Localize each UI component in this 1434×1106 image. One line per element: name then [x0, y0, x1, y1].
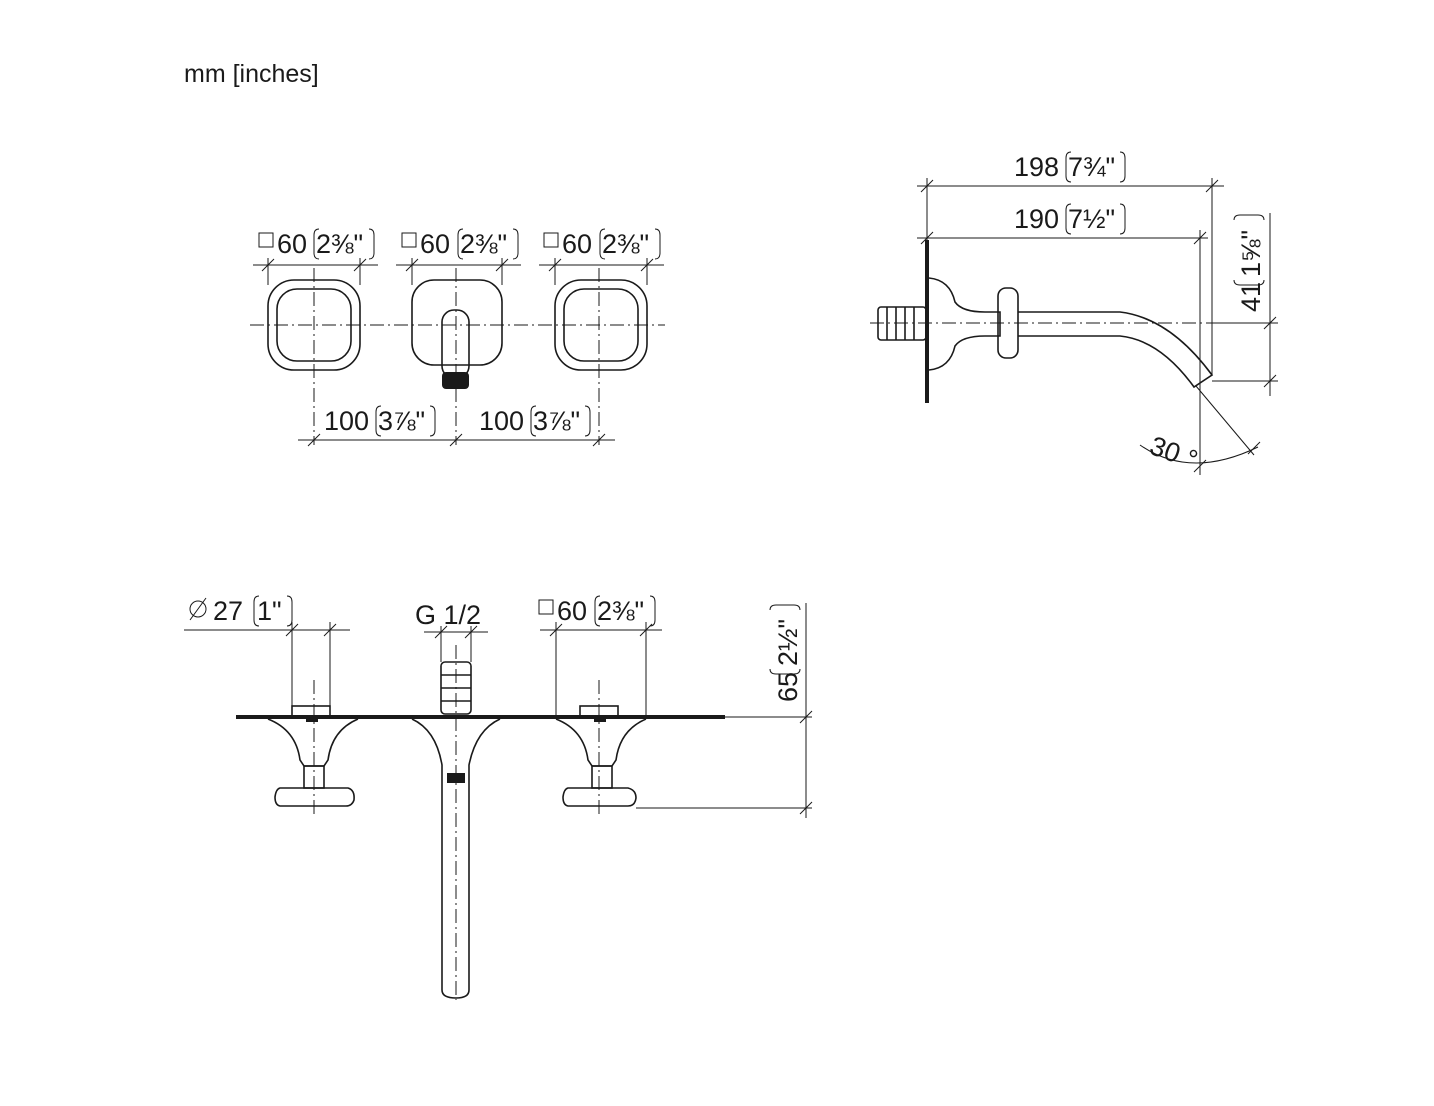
- dim-overall: 198 7¾": [917, 151, 1224, 375]
- dim-drop-inch: 1⅝": [1236, 230, 1266, 277]
- side-view: 198 7¾" 190 7½" 41 1⅝": [870, 151, 1278, 475]
- front-view: 60 2⅜" 60 2⅜" 60 2⅜": [250, 228, 665, 447]
- dim-diameter-mm: 27: [213, 596, 243, 626]
- dim-angle: 30 °: [1139, 380, 1261, 475]
- dim-spout-mm: 190: [1014, 204, 1059, 234]
- dim-handle-right-inch: 2⅜": [602, 229, 649, 259]
- right-valve-top: [555, 680, 812, 815]
- units-label: mm [inches]: [184, 60, 319, 88]
- dim-spout: 190 7½": [917, 203, 1208, 380]
- dim-handle-top-inch: 2⅜": [597, 596, 644, 626]
- dim-handle-top-mm: 60: [557, 596, 587, 626]
- spout-front: [411, 279, 503, 389]
- dim-handle-left: 60 2⅜": [253, 228, 378, 285]
- dim-spout-inch: 7½": [1068, 204, 1115, 234]
- dim-overall-inch: 7¾": [1068, 152, 1115, 182]
- dim-spacing-right-inch: 3⅞": [533, 406, 580, 436]
- right-handle-front: [554, 279, 648, 371]
- spout-top: [411, 645, 501, 1000]
- dim-overall-mm: 198: [1014, 152, 1059, 182]
- dim-handle-left-inch: 2⅜": [316, 229, 363, 259]
- dim-spacing-right-mm: 100: [479, 406, 524, 436]
- dim-angle-value: 30 °: [1146, 430, 1202, 475]
- left-valve-top: [267, 680, 359, 815]
- dim-spacing: 100 3⅞" 100 3⅞": [298, 405, 615, 447]
- dim-handle-left-mm: 60: [277, 229, 307, 259]
- dim-diameter-inch: 1": [257, 596, 282, 626]
- dim-handle-middle-mm: 60: [420, 229, 450, 259]
- dim-diameter: 27 1": [184, 595, 350, 706]
- dim-handle-middle: 60 2⅜": [396, 228, 521, 285]
- dim-handle-middle-inch: 2⅜": [460, 229, 507, 259]
- dim-drop-mm: 41: [1236, 282, 1266, 312]
- dim-depth-mm: 65: [773, 672, 803, 702]
- dim-handle-top: 60 2⅜": [538, 595, 662, 717]
- dim-handle-right: 60 2⅜": [539, 228, 664, 285]
- dim-spacing-left-mm: 100: [324, 406, 369, 436]
- connector-side: [877, 306, 927, 341]
- dim-handle-right-mm: 60: [562, 229, 592, 259]
- dim-depth-inch: 2½": [773, 619, 803, 666]
- dim-thread-value: G 1/2: [415, 600, 481, 630]
- dim-depth: 65 2½": [769, 603, 813, 818]
- dim-spacing-left-inch: 3⅞": [378, 406, 425, 436]
- left-handle-front: [267, 279, 361, 371]
- dim-drop: 41 1⅝": [1212, 213, 1278, 396]
- dim-thread: G 1/2: [415, 600, 488, 662]
- top-view: 27 1" G 1/2 60 2⅜": [184, 595, 813, 1000]
